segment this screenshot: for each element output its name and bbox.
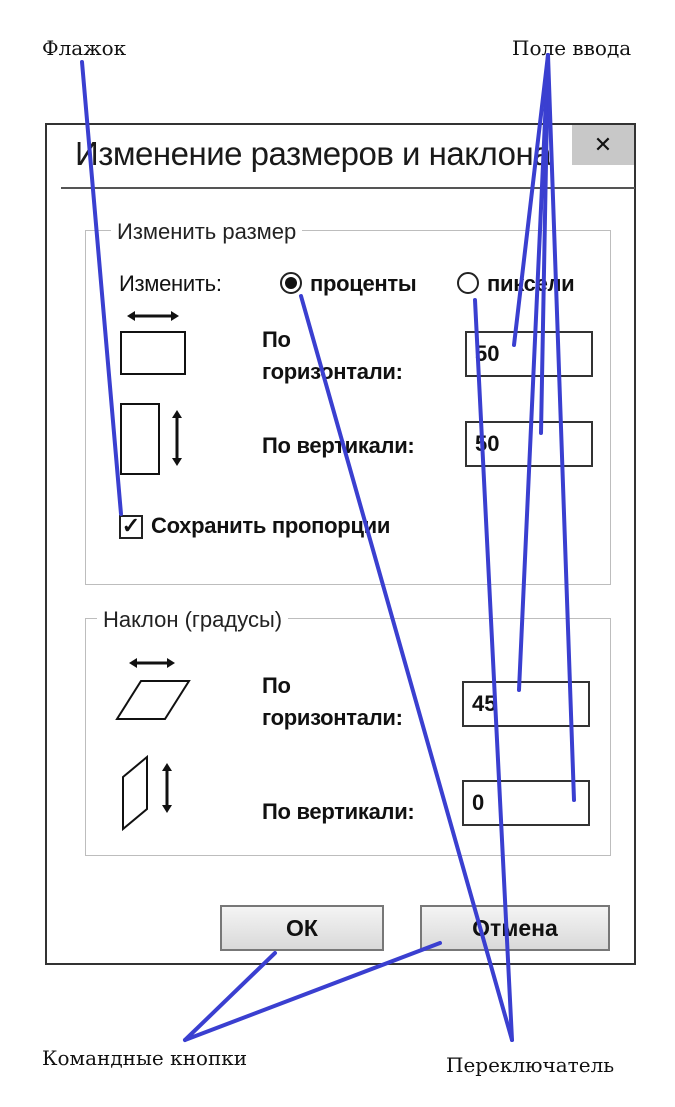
close-icon: ✕ (593, 132, 613, 157)
resize-skew-dialog: Изменение размеров и наклона ✕ Изменить … (45, 123, 636, 965)
check-icon: ✓ (121, 513, 141, 538)
skew-vertical-input[interactable]: 0 (462, 780, 590, 826)
ok-button[interactable]: ОК (220, 905, 384, 951)
cancel-button[interactable]: Отмена (420, 905, 610, 951)
annotation-radio-switch: Переключатель (446, 1053, 615, 1077)
annotation-checkbox: Флажок (42, 36, 127, 60)
radio-percent[interactable] (280, 272, 302, 294)
resize-horizontal-label-line2: горизонтали: (262, 359, 403, 384)
skew-group-title: Наклон (градусы) (97, 607, 289, 633)
skew-horizontal-label-line1: По (262, 673, 291, 698)
annotation-command-buttons: Командные кнопки (42, 1046, 248, 1070)
title-divider (61, 187, 635, 189)
close-button[interactable]: ✕ (572, 125, 634, 165)
resize-group-title: Изменить размер (111, 219, 303, 245)
resize-horizontal-input[interactable]: 50 (465, 331, 593, 377)
radio-pixels-label[interactable]: пиксели (487, 271, 575, 296)
resize-horizontal-label-line1: По (262, 327, 291, 352)
skew-horizontal-input[interactable]: 45 (462, 681, 590, 727)
keep-ratio-checkbox[interactable]: ✓ (119, 515, 143, 539)
skew-vertical-icon (122, 755, 172, 831)
skew-horizontal-label-line2: горизонтали: (262, 705, 403, 730)
change-label: Изменить: (119, 271, 222, 296)
radio-pixels[interactable] (457, 272, 479, 294)
radio-percent-label[interactable]: проценты (310, 271, 417, 296)
skew-vertical-label: По вертикали: (262, 799, 415, 824)
resize-vertical-label: По вертикали: (262, 433, 415, 458)
resize-vertical-input[interactable]: 50 (465, 421, 593, 467)
dialog-title: Изменение размеров и наклона (75, 135, 552, 172)
resize-vertical-icon (120, 403, 182, 475)
annotation-input-field: Поле ввода (512, 36, 632, 60)
keep-ratio-label[interactable]: Сохранить пропорции (151, 513, 391, 538)
skew-horizontal-icon (115, 658, 191, 720)
resize-horizontal-icon (120, 311, 186, 375)
